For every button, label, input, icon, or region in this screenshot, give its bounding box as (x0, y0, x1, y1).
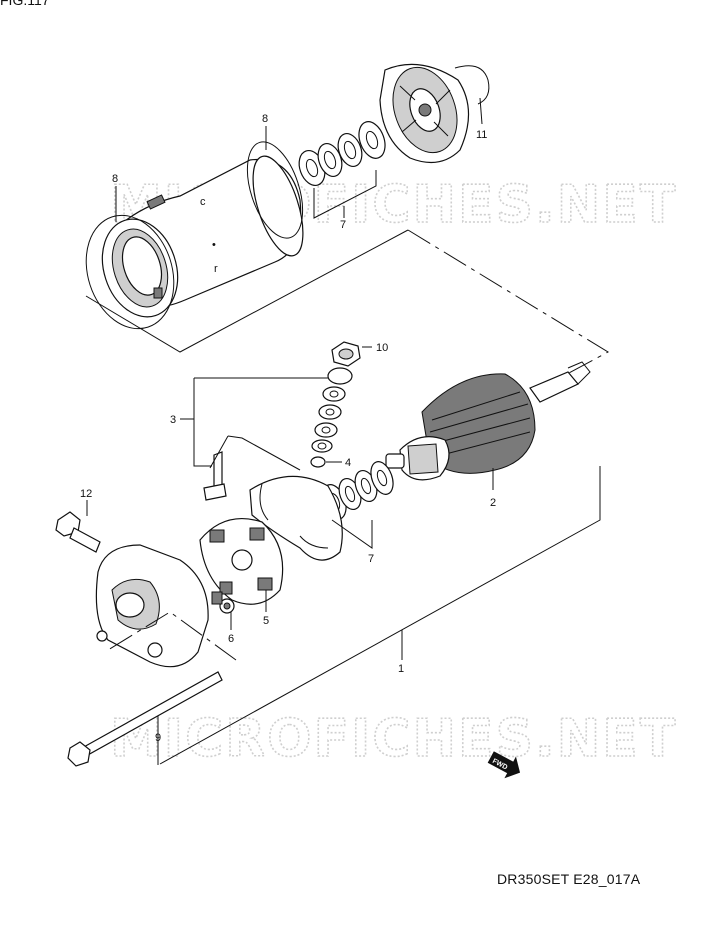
upper-frame-outline (85, 229, 409, 353)
callout-1: 1 (398, 663, 404, 675)
svg-text:r: r (214, 263, 218, 275)
callout-10: 10 (376, 342, 388, 354)
callout-6: 6 (228, 633, 234, 645)
washer-icon (310, 456, 326, 468)
callout-7-upper: 7 (340, 219, 346, 231)
o-ring-icon (85, 214, 175, 330)
terminal-washer-stack (310, 367, 353, 468)
yoke-group: c • r (85, 63, 610, 381)
o-ring-icon (246, 141, 304, 239)
lower-frame-dash (107, 611, 237, 661)
upper-frame-dash (407, 229, 610, 381)
lower-frame-outline (159, 466, 601, 765)
screw-icon (219, 598, 235, 614)
svg-text:c: c (200, 196, 206, 208)
washer-stack-upper (298, 121, 386, 187)
starter-housing-icon: c • r (101, 155, 304, 318)
callout-12: 12 (80, 488, 92, 500)
callout-8-upper: 8 (262, 113, 268, 125)
callout-7-lower: 7 (368, 553, 374, 565)
callout-4: 4 (345, 457, 351, 469)
lower-assembly-group (55, 341, 601, 767)
brush-holder-icon (199, 475, 343, 605)
callout-11: 11 (476, 129, 487, 141)
through-bolt-icon (67, 671, 223, 767)
frame-3-bracket (209, 435, 301, 471)
callout-5: 5 (263, 615, 269, 627)
svg-text:•: • (212, 239, 216, 251)
bolt-icon (55, 511, 101, 553)
bolt-icon (203, 451, 227, 501)
watermark-bottom: MICROFICHES.NET (110, 709, 677, 769)
end-cover-icon (379, 63, 470, 164)
figure-label: FIG.117 (0, 0, 50, 8)
callout-2: 2 (490, 497, 496, 509)
callout-3: 3 (170, 414, 176, 426)
drawing-code: DR350SET E28_017A (497, 871, 641, 887)
nut-icon (331, 341, 361, 367)
callout-9: 9 (155, 732, 161, 744)
callout-leaders (86, 97, 494, 728)
callout-8-lower: 8 (112, 173, 118, 185)
o-ring-icon (454, 65, 490, 105)
commutator-housing-icon (95, 544, 223, 668)
armature-icon (385, 361, 591, 481)
